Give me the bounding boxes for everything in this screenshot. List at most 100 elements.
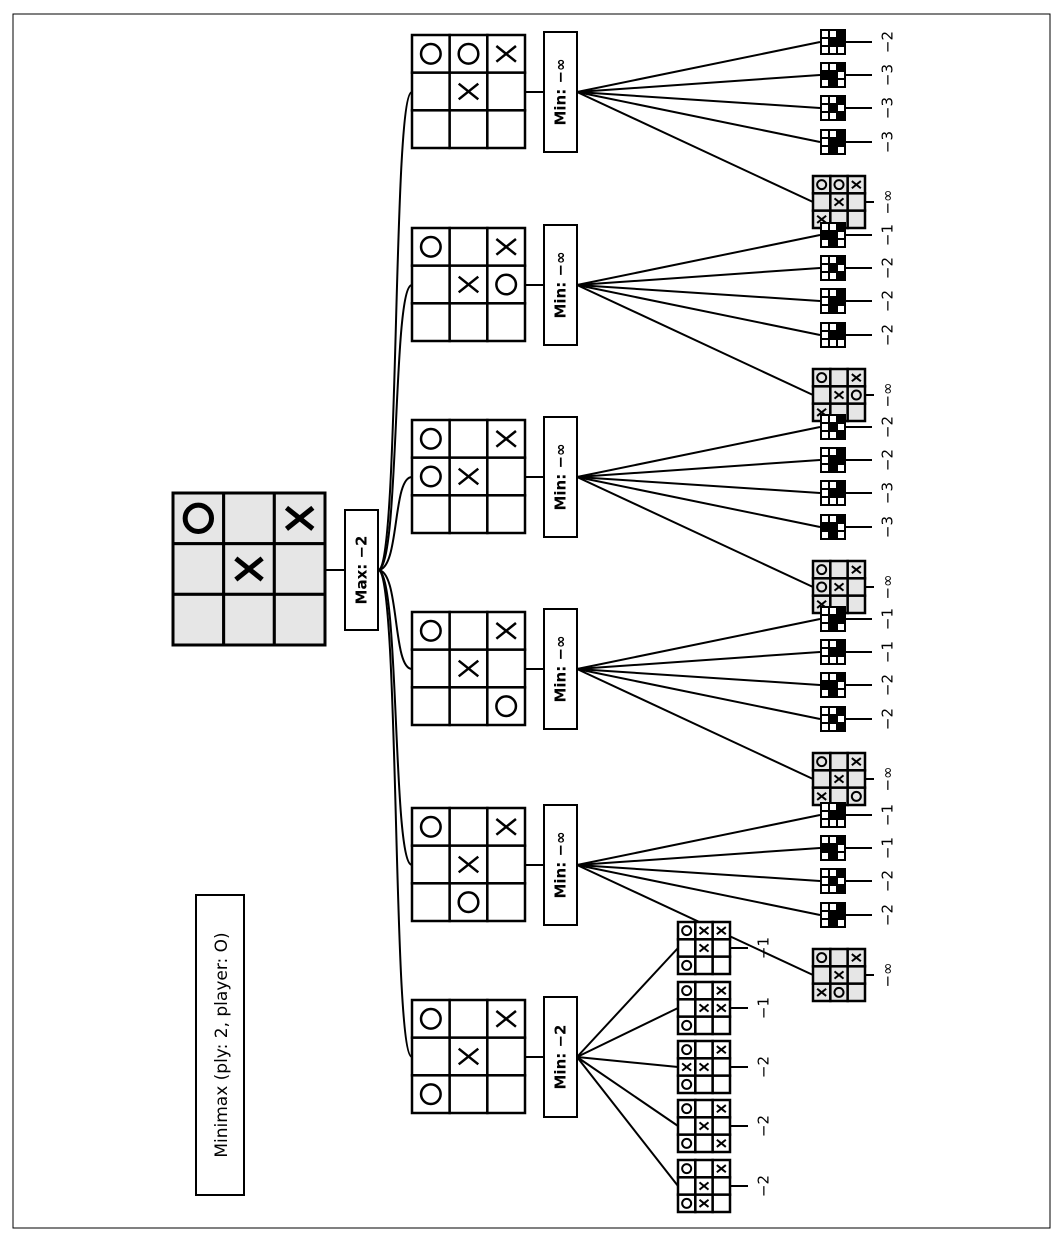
board-thumbnail-cell [838, 340, 844, 346]
x-mark-icon [833, 774, 845, 784]
edge [576, 864, 814, 976]
board-thumbnail-cell [838, 424, 844, 430]
x-mark-icon [851, 757, 862, 767]
edge [576, 476, 821, 494]
o-mark-icon [681, 1078, 693, 1090]
x-mark-icon [716, 1045, 727, 1055]
x-mark-icon [495, 622, 517, 640]
min-node-label: Min: −∞ [552, 635, 570, 702]
board-thumbnail-cell [830, 724, 836, 730]
x-mark-icon [698, 1062, 710, 1072]
board-thumbnail-cell [822, 290, 828, 296]
board-cell [829, 367, 849, 388]
min-node-box [543, 31, 578, 153]
leaf-board [676, 980, 732, 1036]
board-thumbnail-cell [822, 690, 828, 696]
board-cell [486, 456, 527, 497]
x-mark-icon [816, 791, 827, 801]
board-cell [829, 559, 849, 580]
x-mark-icon [816, 214, 827, 224]
board-cell [410, 456, 451, 497]
board-thumbnail-cell [838, 845, 844, 851]
board-thumbnail-cell [822, 224, 828, 230]
board-cell [171, 542, 226, 596]
x-mark-icon [284, 505, 315, 531]
o-mark-icon [850, 790, 862, 802]
board-cell [829, 751, 849, 772]
o-mark-icon [495, 695, 518, 718]
board-thumbnail-cell [838, 820, 844, 826]
x-mark-icon [495, 45, 517, 63]
branch-board [410, 610, 527, 727]
leaf-board-thumbnail [820, 222, 846, 248]
board-cell [811, 174, 832, 195]
board-cell [676, 1098, 697, 1119]
board-thumbnail-cell [830, 64, 836, 70]
board-thumbnail-cell [838, 80, 844, 86]
board-cell [486, 844, 527, 885]
branch-board [410, 33, 527, 150]
board-thumbnail-cell [822, 837, 828, 843]
board-thumbnail-cell [830, 31, 836, 37]
leaf-board-thumbnail [820, 322, 846, 348]
board-thumbnail-cell [830, 820, 836, 826]
x-mark-icon [698, 1198, 710, 1208]
board-thumbnail-cell [830, 324, 836, 330]
board-cell [486, 264, 527, 305]
board-thumbnail-cell [830, 708, 836, 714]
leaf-board [676, 1158, 732, 1214]
board-cell [448, 806, 489, 847]
leaf-value: −3 [879, 516, 897, 538]
board-thumbnail-cell [822, 332, 828, 338]
board-cell [711, 1193, 732, 1214]
board-thumbnail-cell [838, 498, 844, 504]
edge [576, 284, 821, 302]
board-cell [410, 882, 451, 923]
o-mark-icon [457, 42, 480, 65]
board-cell [486, 648, 527, 689]
board-cell [448, 686, 489, 727]
edge [576, 864, 821, 916]
board-thumbnail-cell [838, 47, 844, 53]
o-mark-icon [419, 1083, 442, 1106]
board-cell [410, 226, 451, 267]
board-thumbnail-cell [822, 416, 828, 422]
board-thumbnail-cell [830, 416, 836, 422]
leaf-board-thumbnail [820, 129, 846, 155]
leaf-value: −1 [879, 837, 897, 859]
board-thumbnail-cell [822, 498, 828, 504]
board-cell [410, 1074, 451, 1115]
leaf-value: −3 [879, 482, 897, 504]
o-mark-icon [681, 1019, 693, 1031]
leaf-value: −2 [755, 1175, 773, 1197]
board-thumbnail-cell [838, 147, 844, 153]
max-node-label: Max: −2 [353, 536, 371, 605]
edge [377, 569, 413, 670]
board-cell [448, 302, 489, 343]
board-cell [694, 1158, 714, 1179]
o-mark-icon [457, 891, 480, 914]
o-mark-icon [681, 1137, 693, 1149]
min-node-box [543, 416, 578, 538]
board-cell [486, 686, 527, 727]
board-thumbnail-cell [822, 273, 828, 279]
leaf-value: −1 [879, 608, 897, 630]
max-node-box [344, 509, 379, 631]
board-cell [410, 686, 451, 727]
board-cell [711, 1057, 732, 1077]
board-thumbnail-cell [822, 64, 828, 70]
leaf-board-thumbnail [820, 447, 846, 473]
board-cell [694, 1098, 714, 1119]
o-mark-icon [816, 952, 828, 964]
x-mark-icon [833, 390, 845, 400]
board-thumbnail-cell [838, 657, 844, 663]
leaf-value: −∞ [879, 962, 897, 987]
x-mark-icon [851, 953, 862, 963]
o-mark-icon [419, 235, 442, 258]
board-thumbnail-cell [830, 113, 836, 119]
board-cell [676, 998, 697, 1018]
board-cell [410, 109, 451, 150]
board-cell [811, 965, 832, 985]
leaf-board-thumbnail [820, 902, 846, 928]
